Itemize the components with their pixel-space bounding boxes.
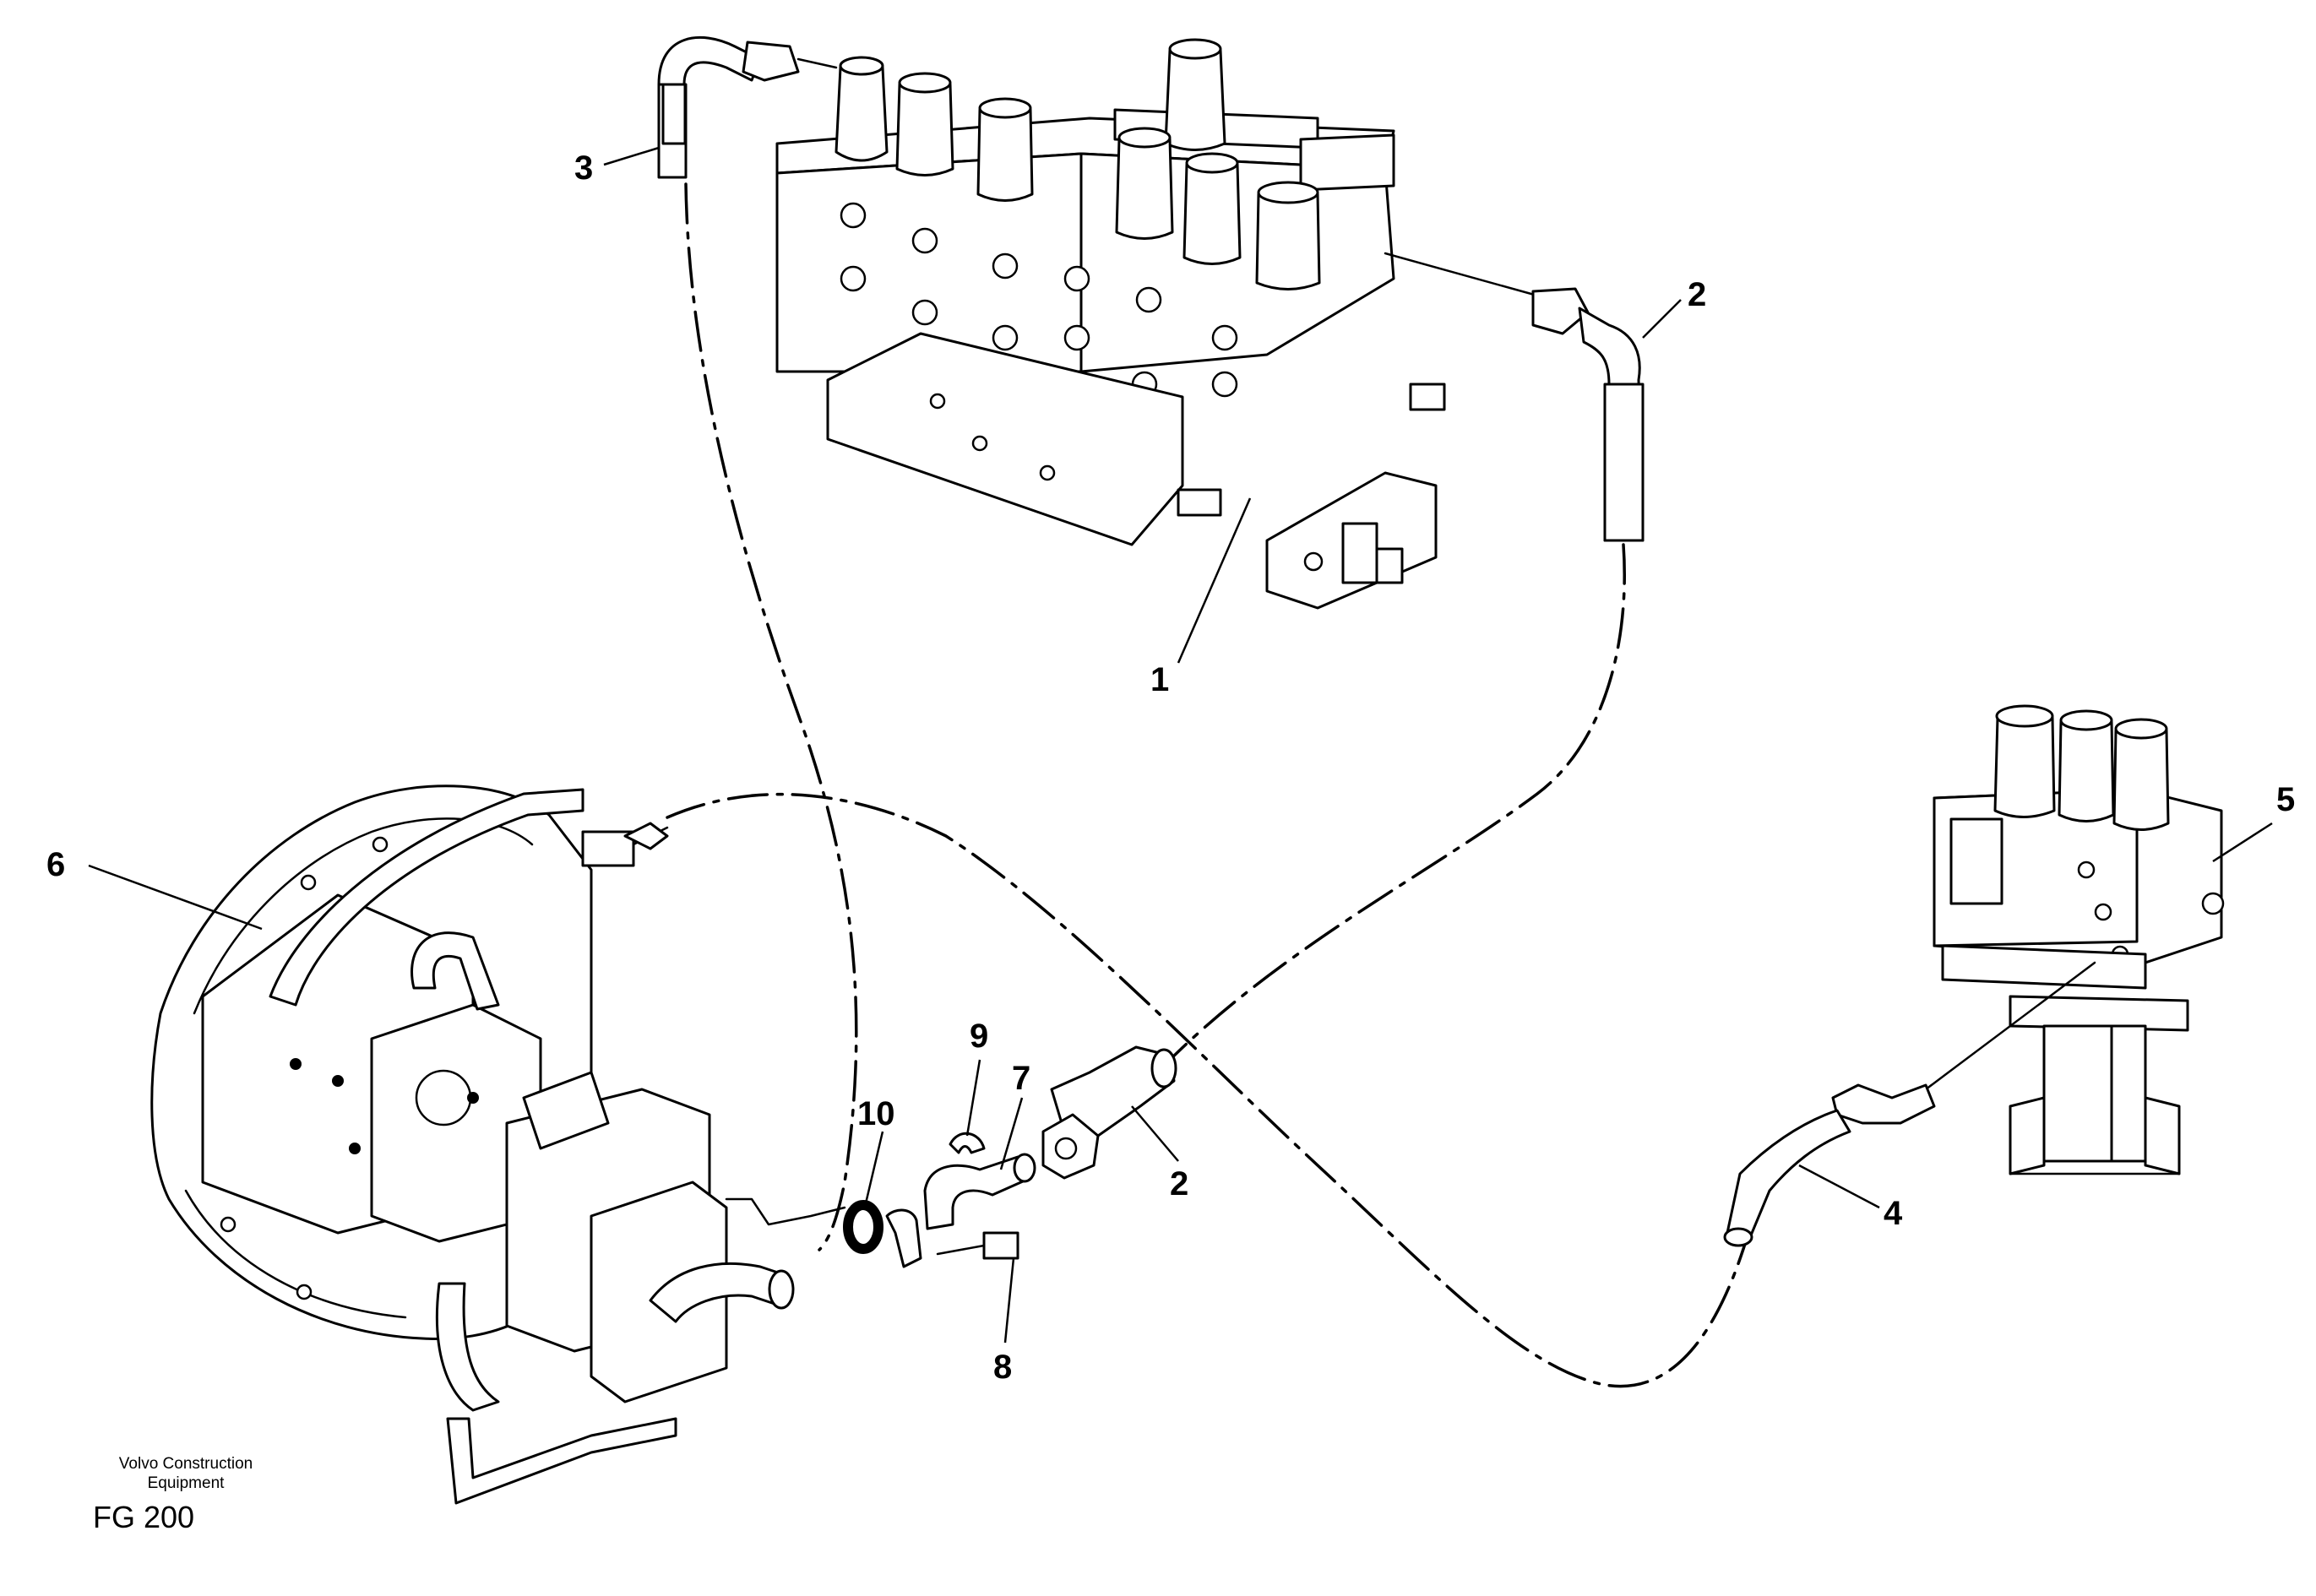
solenoid-caps [835,38,1321,290]
leader-3 [603,146,660,166]
callout-9: 9 [970,1018,988,1055]
hose-fitting-2-upper [1384,252,1645,542]
leader-lines [88,146,2273,1344]
hose-4 [1723,961,2096,1247]
footer-company-line1: Volvo Construction [118,1455,253,1473]
hose-route-2-to-fitting [1164,543,1626,1066]
footer-company: Volvo Construction Equipment [89,1454,283,1493]
callout-6: 6 [46,846,65,883]
leader-7 [999,1097,1024,1170]
leader-1 [1177,497,1252,664]
callout-8: 8 [993,1349,1012,1386]
callout-numbers: 1 2 3 4 5 6 7 8 9 10 2 [46,149,2295,1386]
hose-fitting-2-lower [1041,1045,1177,1180]
leader-2-lower [1131,1105,1179,1162]
callout-7: 7 [1012,1060,1030,1097]
leader-6 [88,864,263,931]
clamp-9 [949,1132,986,1154]
hose-route-pump-to-valve5 [666,792,1750,1388]
leader-5 [2212,822,2273,863]
o-ring-10 [843,1200,883,1254]
callout-1: 1 [1150,661,1169,698]
pump-assembly-6 [150,784,846,1505]
callout-2-upper: 2 [1688,276,1706,313]
elbow-7 [923,1153,1036,1230]
leader-8 [1003,1257,1015,1344]
callout-3: 3 [574,149,593,187]
leader-2-upper [1642,299,1682,339]
leader-9 [965,1059,981,1137]
lower-manifold-left [826,332,1184,546]
callout-5: 5 [2276,781,2295,818]
bolt-8 [936,1231,1019,1260]
leader-10 [864,1131,884,1204]
hose-routing-lines [666,182,1750,1388]
footer-company-line2: Equipment [147,1474,225,1492]
callout-4: 4 [1884,1195,1903,1232]
callout-10: 10 [857,1095,895,1132]
leader-4 [1798,1164,1880,1209]
pilot-valve-5 [1933,704,2225,1175]
clamp-bracket [885,1208,922,1268]
main-control-valve [775,38,1446,610]
callout-2-lower: 2 [1170,1165,1188,1202]
figure-code: FG 200 [93,1500,195,1534]
hose-fitting-3 [657,36,838,179]
